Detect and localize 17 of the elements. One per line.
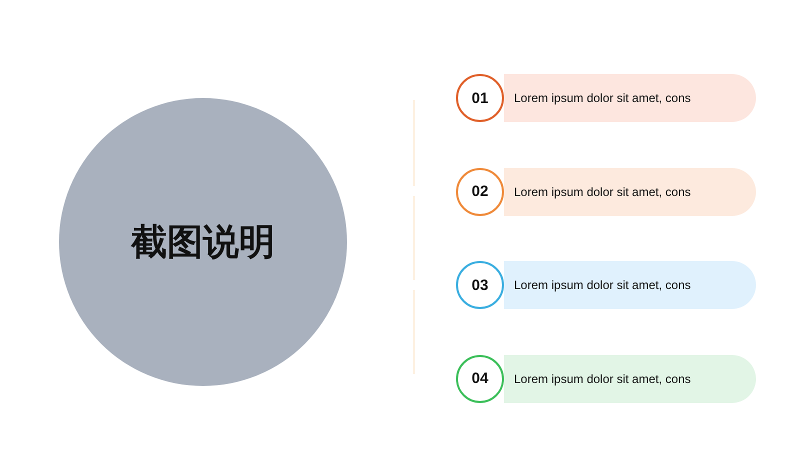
step-number: 03 <box>472 276 488 294</box>
text-pill <box>504 261 756 309</box>
number-circle <box>456 354 504 402</box>
step-number: 02 <box>472 183 488 200</box>
description-text: Lorem ipsum dolor sit amet, cons <box>514 184 691 198</box>
text-pill <box>504 354 756 402</box>
step-number: 04 <box>472 370 488 387</box>
description-text: Lorem ipsum dolor sit amet, cons <box>514 278 691 292</box>
heading-text: 截图说明 <box>131 220 275 264</box>
number-circle <box>456 261 504 309</box>
number-circle <box>456 168 504 216</box>
text-pill <box>504 74 756 122</box>
text-pill <box>504 168 756 216</box>
description-text: Lorem ipsum dolor sit amet, cons <box>514 372 691 386</box>
description-text: Lorem ipsum dolor sit amet, cons <box>514 91 691 105</box>
number-circle <box>456 74 504 122</box>
step-number: 01 <box>472 90 488 106</box>
